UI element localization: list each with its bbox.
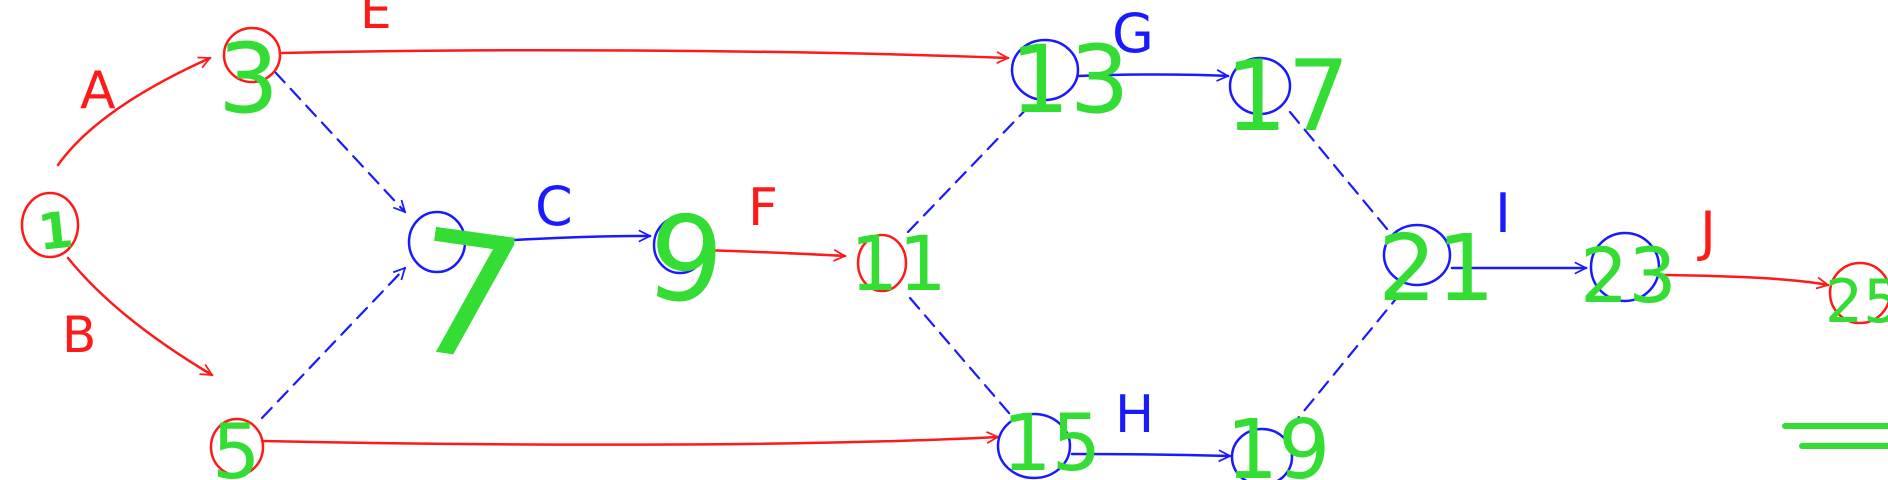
node-21-circle [1382,223,1452,287]
node-17-circle [1228,56,1292,116]
node-7-number: 7 [399,192,534,403]
dummy-19-to-21-line [1288,298,1397,430]
node-5-circle [209,417,265,477]
activity-bottom-arrow [260,437,998,446]
node-11-circle [856,233,908,293]
dummy-5-to-7-arrow [260,268,405,420]
dummy-11-to-15-line [908,296,1017,422]
activity-label-a: A [80,61,116,121]
node-25-circle [1828,261,1888,325]
activity-label-h: H [1115,385,1154,445]
activity-j-arrow [1663,273,1828,285]
node-17-number: 17 [1225,40,1350,154]
node-23-circle [1589,231,1661,303]
activity-g-arrow [1076,75,1228,77]
node-23-number: 23 [1580,231,1677,320]
dummy-3-to-7-arrow [273,70,405,212]
activity-b-arrow [66,256,212,377]
activity-c-arrow [463,236,650,245]
node-21-number: 21 [1378,215,1495,322]
node-11-number: 11 [850,219,947,308]
activity-h-arrow [1070,454,1230,456]
node-13-circle [1010,38,1080,102]
activity-e-arrow [280,49,1008,58]
node-7-circle [407,210,467,274]
node-15-number: 15 [1002,399,1101,480]
dummy-11-to-13-line [906,98,1037,234]
final-double-underline [1782,423,1888,449]
node-9-circle [652,215,708,275]
activity-label-b: B [62,306,96,364]
node-15-circle [996,412,1072,480]
node-1-number: 1 [35,201,76,262]
node-13-number: 13 [1010,26,1130,135]
activity-label-g: G [1112,2,1154,65]
node-1-circle [20,191,80,259]
activity-label-i: I [1495,182,1511,245]
activity-f-arrow [703,248,845,256]
activity-label-j: J [1697,200,1716,263]
node-3-number: 3 [218,23,279,135]
node-19-circle [1230,427,1294,480]
dummy-17-to-21-line [1288,110,1394,237]
node-9-number: 9 [641,187,730,332]
node-25-number: 25 [1825,267,1888,337]
activity-label-c: C [535,175,573,238]
activity-label-f: F [748,178,778,238]
activity-label-e: E [360,0,392,40]
node-3-circle [222,26,282,84]
node-19-number: 19 [1226,403,1330,480]
activity-a-arrow [56,58,210,167]
node-5-number: 5 [212,407,260,480]
